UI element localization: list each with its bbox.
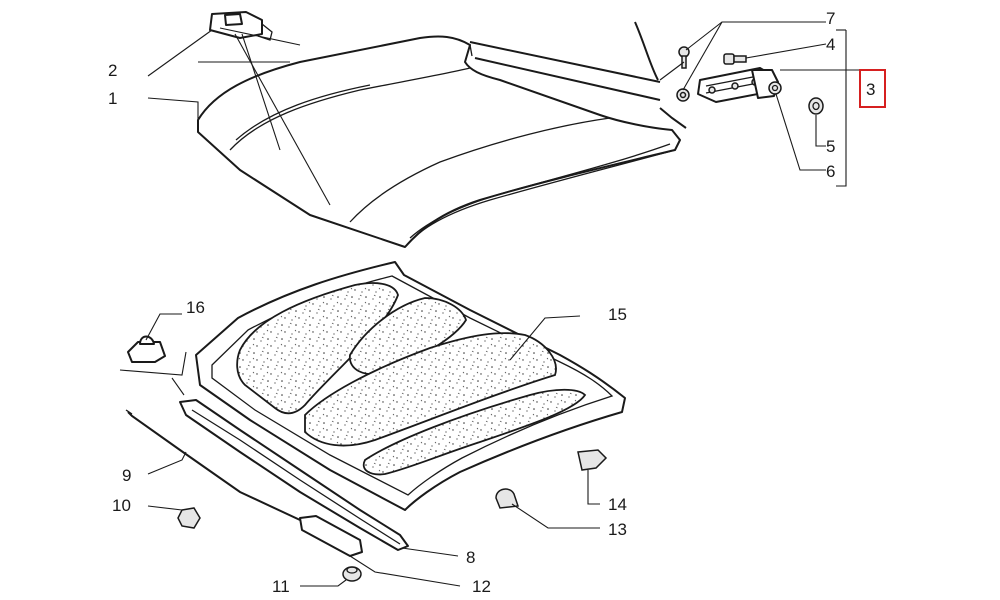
callout-12[interactable]: 12 [472, 577, 491, 596]
hinge-nut [676, 88, 690, 102]
rod-clip [177, 507, 201, 529]
hinge-assembly [697, 67, 779, 103]
washer-spacer [768, 81, 782, 95]
callout-7[interactable]: 7 [826, 9, 835, 28]
callout-2[interactable]: 2 [108, 61, 117, 80]
leader-lines [119, 21, 860, 587]
callout-9[interactable]: 9 [122, 466, 131, 485]
seal-strip [179, 399, 409, 551]
callout-14[interactable]: 14 [608, 495, 627, 514]
callout-13[interactable]: 13 [608, 520, 627, 539]
callout-5[interactable]: 5 [826, 137, 835, 156]
callout-6[interactable]: 6 [826, 162, 835, 181]
callout-4[interactable]: 4 [826, 35, 835, 54]
body-outline [469, 21, 687, 129]
highlight-box [859, 69, 886, 108]
callout-10[interactable]: 10 [112, 496, 131, 515]
push-clip [495, 488, 520, 509]
callout-3[interactable]: 3 [866, 80, 875, 99]
wedge-bracket [577, 449, 608, 471]
hood-inner-panel [195, 261, 626, 511]
grommet [342, 566, 362, 582]
washer-ring [808, 97, 824, 115]
callout-15[interactable]: 15 [608, 305, 627, 324]
callout-1[interactable]: 1 [108, 89, 117, 108]
callout-11[interactable]: 11 [272, 577, 290, 596]
hinge-bolt-large [723, 53, 747, 65]
hood-outer-panel [197, 35, 681, 248]
bumper-stop [127, 335, 166, 363]
callout-8[interactable]: 8 [466, 548, 475, 567]
latch-bracket [209, 11, 273, 41]
rod-holder [299, 515, 363, 557]
callout-16[interactable]: 16 [186, 298, 205, 317]
